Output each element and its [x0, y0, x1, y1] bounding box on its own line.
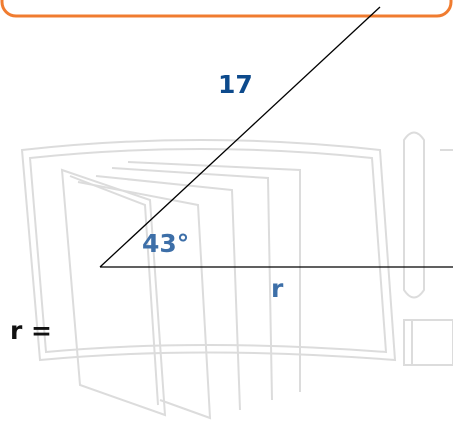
question-label: r =	[10, 316, 52, 345]
top-frame	[0, 0, 453, 18]
side-label: r	[271, 274, 284, 303]
hypotenuse-line	[99, 6, 381, 268]
hypotenuse-label: 17	[218, 70, 253, 99]
angle-label: 43°	[142, 229, 190, 258]
book-logo-watermark	[20, 131, 453, 420]
